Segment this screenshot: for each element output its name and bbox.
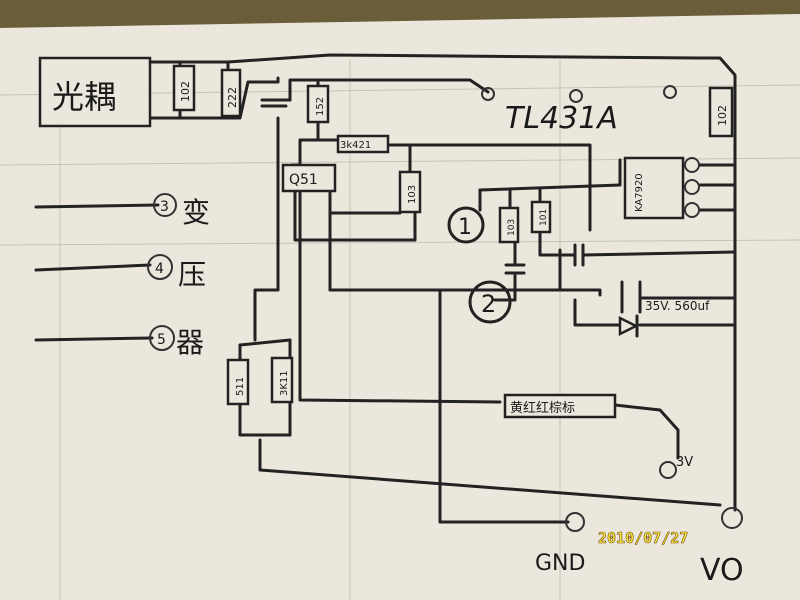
resistor-103-mid — [498, 206, 520, 244]
transistor-q51 — [281, 163, 337, 193]
resistor-101-mid-label: 101 — [539, 209, 549, 226]
resistor-102-right-label: 102 — [716, 105, 729, 126]
ic-ka7920 — [623, 156, 685, 220]
resistor-152-label: 152 — [315, 97, 326, 116]
transistor-q51-label: Q51 — [289, 172, 318, 188]
transformer-pin-3-label: 3 — [160, 199, 169, 215]
terminal-gnd — [565, 512, 585, 532]
wires — [34, 53, 737, 524]
resistor-152 — [306, 84, 330, 124]
resistor-101-mid — [530, 200, 552, 234]
transformer-pin-4 — [147, 254, 173, 280]
resistor-511-label: 511 — [235, 377, 246, 396]
transformer-pin-5 — [149, 325, 175, 351]
ic-pin-3 — [684, 202, 700, 218]
ic-pin-1 — [684, 157, 700, 173]
transformer-char-3: 变 — [182, 196, 210, 229]
resistor-3k11 — [270, 356, 294, 404]
terminal-vo-label: VO — [700, 553, 744, 588]
resistor-3k421 — [336, 134, 390, 154]
optocoupler-label: 光耦 — [52, 78, 116, 116]
marker-1-label: 1 — [458, 215, 472, 240]
marker-2-circle — [468, 280, 512, 324]
transformer-pin-4-label: 4 — [155, 261, 164, 277]
terminal-3v-label: 3V — [676, 455, 693, 470]
resistor-511 — [226, 358, 250, 406]
marker-1-circle — [447, 206, 485, 244]
electrolytic-cap-label: 35V. 560uf — [645, 299, 710, 313]
transformer-char-4: 压 — [178, 258, 206, 291]
ic-pin-2 — [684, 179, 700, 195]
tl431a-label: TL431A — [505, 101, 618, 136]
date-stamp: 2010/07/27 — [598, 529, 688, 547]
transformer-pin-5-label: 5 — [157, 332, 166, 348]
terminal-vo — [721, 507, 743, 529]
resistor-103 — [398, 170, 422, 214]
terminal-gnd-label: GND — [535, 551, 585, 576]
optocoupler-box — [38, 56, 152, 128]
resistor-222-label: 222 — [226, 87, 239, 108]
led-component-label: 黄红红棕标 — [510, 400, 575, 416]
transformer-pin-3 — [153, 193, 177, 217]
diode-symbol — [618, 315, 639, 337]
tl431a-pin-left — [481, 87, 495, 101]
led-component — [503, 393, 617, 419]
resistor-3k11-label: 3K11 — [279, 370, 290, 396]
resistor-222 — [220, 68, 242, 118]
resistor-3k421-label: 3k421 — [340, 140, 371, 151]
resistor-102-top-label: 102 — [179, 81, 192, 102]
paper-sheet — [0, 14, 800, 600]
tl431a-pin-top — [569, 89, 583, 103]
tl431a-pin-right — [663, 85, 677, 99]
ic-ka7920-label: KA7920 — [634, 173, 645, 212]
transformer-char-5: 器 — [176, 326, 204, 359]
marker-2-label: 2 — [481, 290, 496, 318]
terminal-3v — [659, 461, 677, 479]
resistor-102-top — [172, 64, 196, 112]
resistor-103-label: 103 — [407, 185, 418, 204]
resistor-103-mid-label: 103 — [507, 219, 517, 236]
resistor-102-right — [708, 86, 734, 138]
